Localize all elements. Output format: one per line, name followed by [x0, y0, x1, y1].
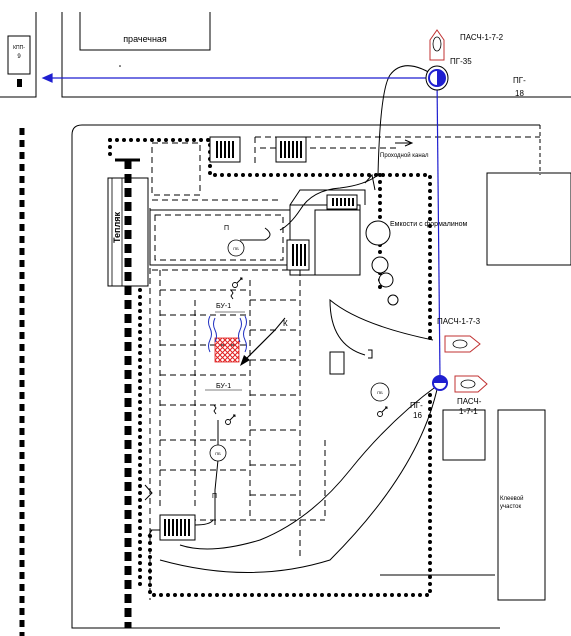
attack-arrow [240, 317, 286, 366]
heat-waves [208, 315, 247, 353]
fire-engine-173 [444, 335, 481, 353]
fire-post-lower: ПБ [209, 444, 227, 462]
pasch-171-label-line2: 1-7-1 [459, 407, 478, 416]
svg-text:ПБ: ПБ [377, 390, 383, 395]
pasch-172-label: ПАСЧ-1-7-2 [460, 33, 504, 42]
hydrant-pg35 [425, 65, 449, 91]
svg-text:ПБ: ПБ [233, 246, 239, 251]
road-edge-top [61, 12, 571, 98]
svg-text:ПБ: ПБ [215, 451, 221, 456]
warm-shed-label: Тепляк [112, 212, 122, 243]
water-supply-line [41, 73, 441, 379]
kpp-label-line2: 9 [17, 54, 21, 60]
pg16-label-line1: ПГ- [410, 401, 423, 410]
pasch-171-label-line1: ПАСЧ- [457, 397, 482, 406]
connector-marks [144, 173, 376, 537]
outline-box [329, 351, 345, 375]
fire-post-right: ПБ [370, 382, 390, 402]
glue-label-line1: Клеевой [500, 495, 523, 502]
glue-section: Клеевой участок [497, 409, 546, 601]
fire-zone [214, 337, 240, 363]
passage-label: Проходной канал [380, 152, 429, 159]
laundry-building: прачечная [79, 12, 211, 51]
fire-post-upper: ПБ [227, 239, 245, 257]
kpp-label-line1: КПП- [13, 45, 25, 51]
glue-label-line2: участок [500, 504, 521, 510]
pasch-173-label: ПАСЧ-1-7-3 [437, 317, 481, 326]
hydrant-pg16 [432, 375, 448, 391]
formalin-label: Емкости с формалином [390, 221, 468, 228]
hose-lines [150, 65, 439, 573]
bu1-lower-label: БУ-1 [216, 383, 231, 390]
dotted-fence [108, 138, 432, 597]
building-right-top [486, 172, 571, 266]
p-upper-label: П [224, 225, 229, 232]
grate-blocks [159, 136, 358, 541]
site-boundary [71, 124, 540, 629]
pg35-label: ПГ-35 [450, 57, 472, 66]
laundry-label: прачечная [123, 34, 167, 44]
building-right-small [442, 409, 486, 461]
pg16-label-line2: 16 [413, 411, 422, 420]
bu1-upper-label: БУ-1 [216, 303, 231, 310]
pg18-label-line1: ПГ- [513, 76, 526, 85]
nozzle-glyphs [213, 277, 388, 425]
pg18-label-line2: 18 [515, 89, 524, 98]
road-edge-left [0, 12, 37, 98]
checkpoint-kpp: КПП- 9 [7, 35, 31, 87]
fire-engine-171 [454, 375, 488, 393]
p-lower-label: П [212, 493, 217, 500]
fire-engine-172 [429, 29, 445, 61]
dashed-routes [149, 136, 540, 600]
formalin-tanks [365, 220, 399, 306]
k-label: К [283, 319, 288, 328]
